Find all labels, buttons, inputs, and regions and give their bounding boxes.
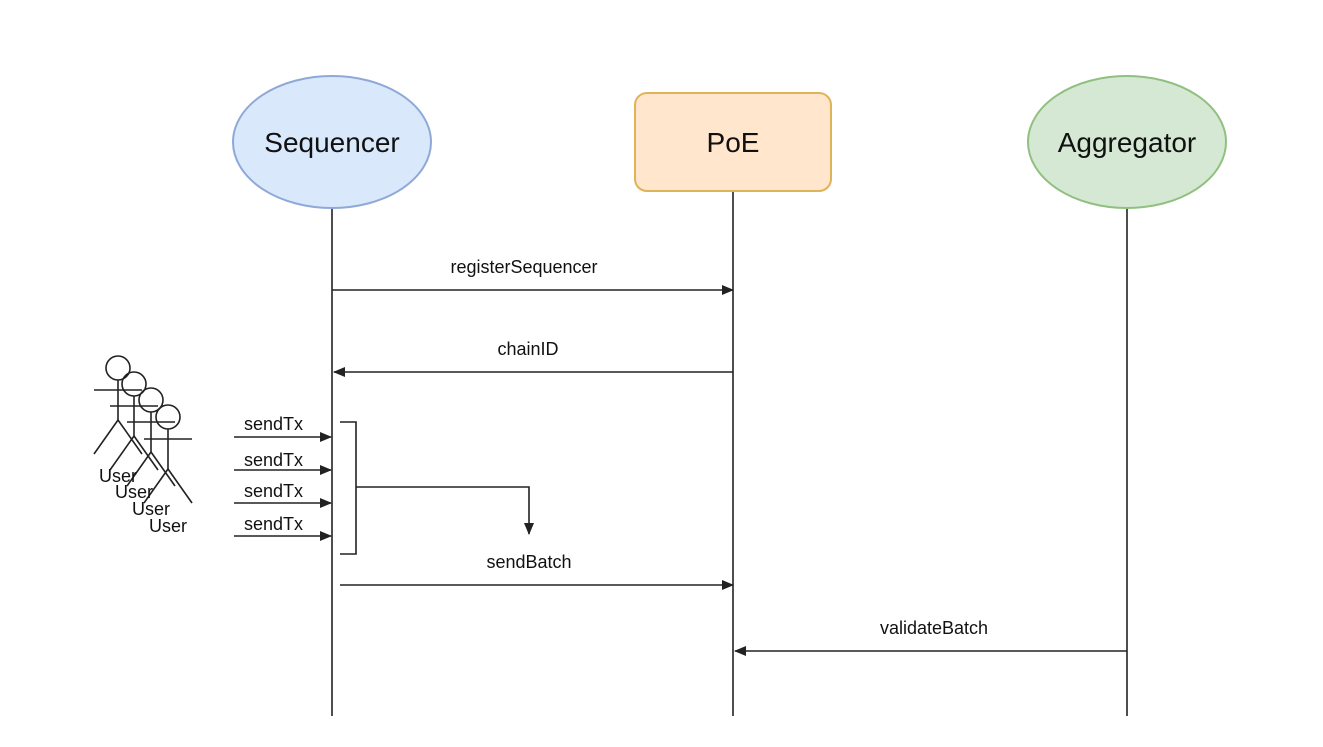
send-tx-label-1: sendTx (244, 414, 303, 434)
send-tx-message-4: sendTx (234, 514, 332, 541)
user-label-2: User (115, 482, 153, 502)
register-sequencer-label: registerSequencer (450, 257, 597, 277)
users-group: User User User User (93, 355, 193, 536)
chain-id-label: chainID (497, 339, 558, 359)
user-label-3: User (132, 499, 170, 519)
send-tx-label-4: sendTx (244, 514, 303, 534)
sequencer-node: Sequencer (232, 75, 432, 209)
user-actor-3 (126, 387, 176, 487)
user-label-1: User (99, 466, 137, 486)
send-tx-message-3: sendTx (234, 481, 332, 508)
send-tx-message-2: sendTx (234, 450, 332, 475)
batch-process-arrow (356, 486, 534, 535)
send-batch-message: sendBatch (340, 552, 734, 590)
user-actor-4 (143, 404, 193, 504)
aggregator-node: Aggregator (1027, 75, 1227, 209)
chain-id-message: chainID (333, 339, 733, 377)
send-tx-label-2: sendTx (244, 450, 303, 470)
validate-batch-message: validateBatch (734, 618, 1127, 656)
user-actor-2 (109, 371, 159, 471)
user-head-icon (155, 404, 181, 430)
poe-label: PoE (707, 127, 760, 158)
poe-node: PoE (634, 92, 832, 192)
user-head-icon (105, 355, 131, 381)
register-sequencer-message: registerSequencer (332, 257, 734, 295)
send-tx-message-1: sendTx (234, 414, 332, 442)
send-batch-label: sendBatch (486, 552, 571, 572)
user-label-4: User (149, 516, 187, 536)
send-tx-label-3: sendTx (244, 481, 303, 501)
sequencer-label: Sequencer (264, 127, 399, 158)
validate-batch-label: validateBatch (880, 618, 988, 638)
user-actor-1 (93, 355, 143, 455)
batch-bracket (340, 421, 534, 555)
aggregator-label: Aggregator (1058, 127, 1197, 158)
